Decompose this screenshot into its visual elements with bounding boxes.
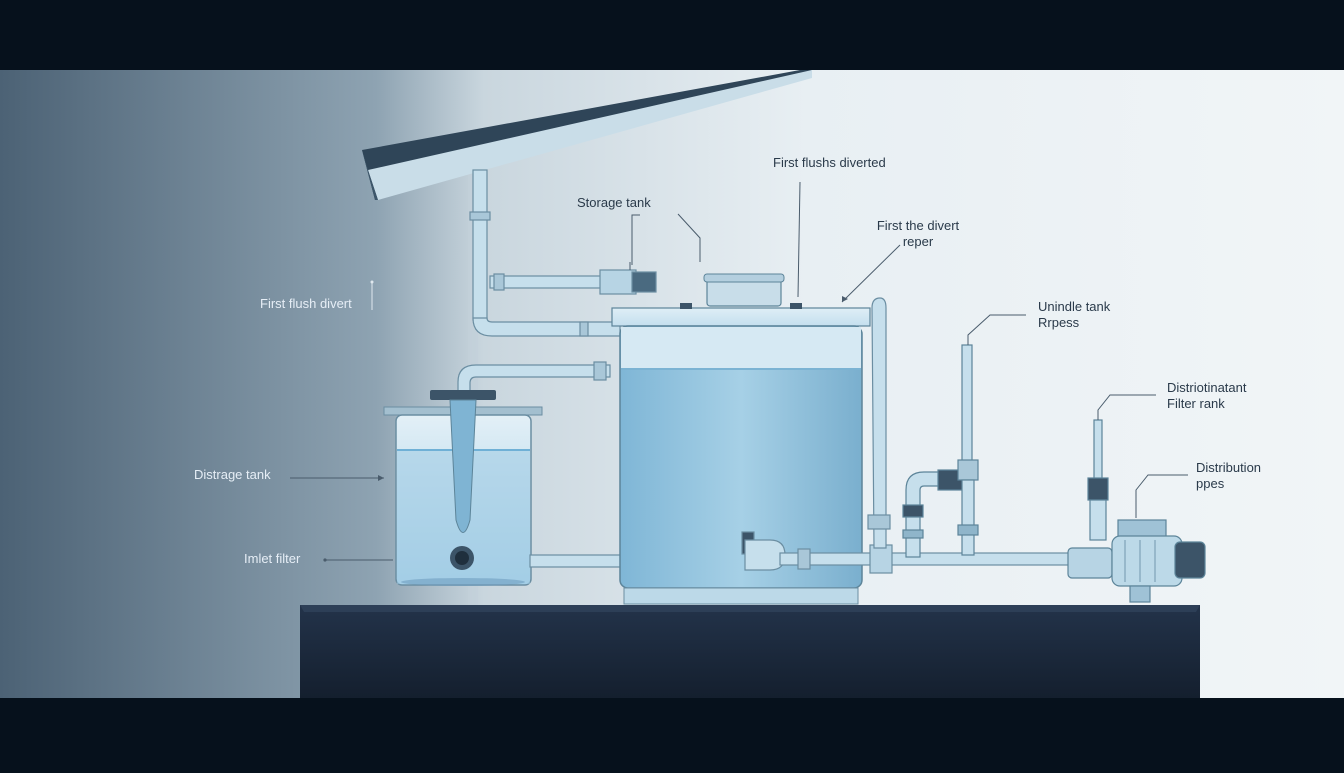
- label-distriotinatant-line2: Filter rank: [1167, 396, 1225, 411]
- label-distribution: Distribution ppes: [1196, 460, 1261, 492]
- distrage-tank: [383, 390, 543, 586]
- label-distriotinatant: Distriotinatant Filter rank: [1167, 380, 1246, 412]
- label-storage-tank: Storage tank: [577, 195, 651, 210]
- label-distriotinatant-line1: Distriotinatant: [1167, 380, 1247, 395]
- inlet-pipe: [457, 361, 611, 396]
- distribution-pump: [1067, 419, 1206, 603]
- leader-arrowheads: [323, 296, 848, 562]
- label-unindle-tank-line1: Unindle tank: [1038, 299, 1111, 314]
- label-first-flushs-diverted: First flushs diverted: [773, 155, 886, 170]
- letterbox-bottom: [0, 698, 1344, 768]
- overflow-pipe: [867, 297, 891, 549]
- label-first-the-divert-line2: reper: [902, 234, 934, 249]
- label-distrage-tank: Distrage tank: [194, 467, 271, 482]
- label-unindle-tank: Unindle tank Rrpess: [1038, 299, 1110, 331]
- label-first-the-divert: First the divert reper: [862, 218, 974, 250]
- label-imlet-filter: Imlet filter: [244, 551, 301, 566]
- valve-assembly: [902, 344, 979, 558]
- base-platform: [300, 605, 1200, 698]
- label-unindle-tank-line2: Rrpess: [1038, 315, 1080, 330]
- leader-lines: [290, 181, 1188, 561]
- letterbox-top: [0, 0, 1344, 70]
- downspout-pipe: [469, 169, 621, 337]
- label-first-the-divert-line1: First the divert: [876, 218, 960, 233]
- outlet-pipe: [741, 531, 1081, 574]
- label-first-flush-divert: First flush divert: [260, 296, 352, 311]
- main-storage-tank: [611, 273, 871, 605]
- roof: [362, 70, 812, 200]
- first-flush-pipe: [489, 269, 657, 295]
- base-platform-edge: [300, 605, 1200, 612]
- label-distribution-line2: ppes: [1196, 476, 1225, 491]
- label-distribution-line1: Distribution: [1196, 460, 1262, 475]
